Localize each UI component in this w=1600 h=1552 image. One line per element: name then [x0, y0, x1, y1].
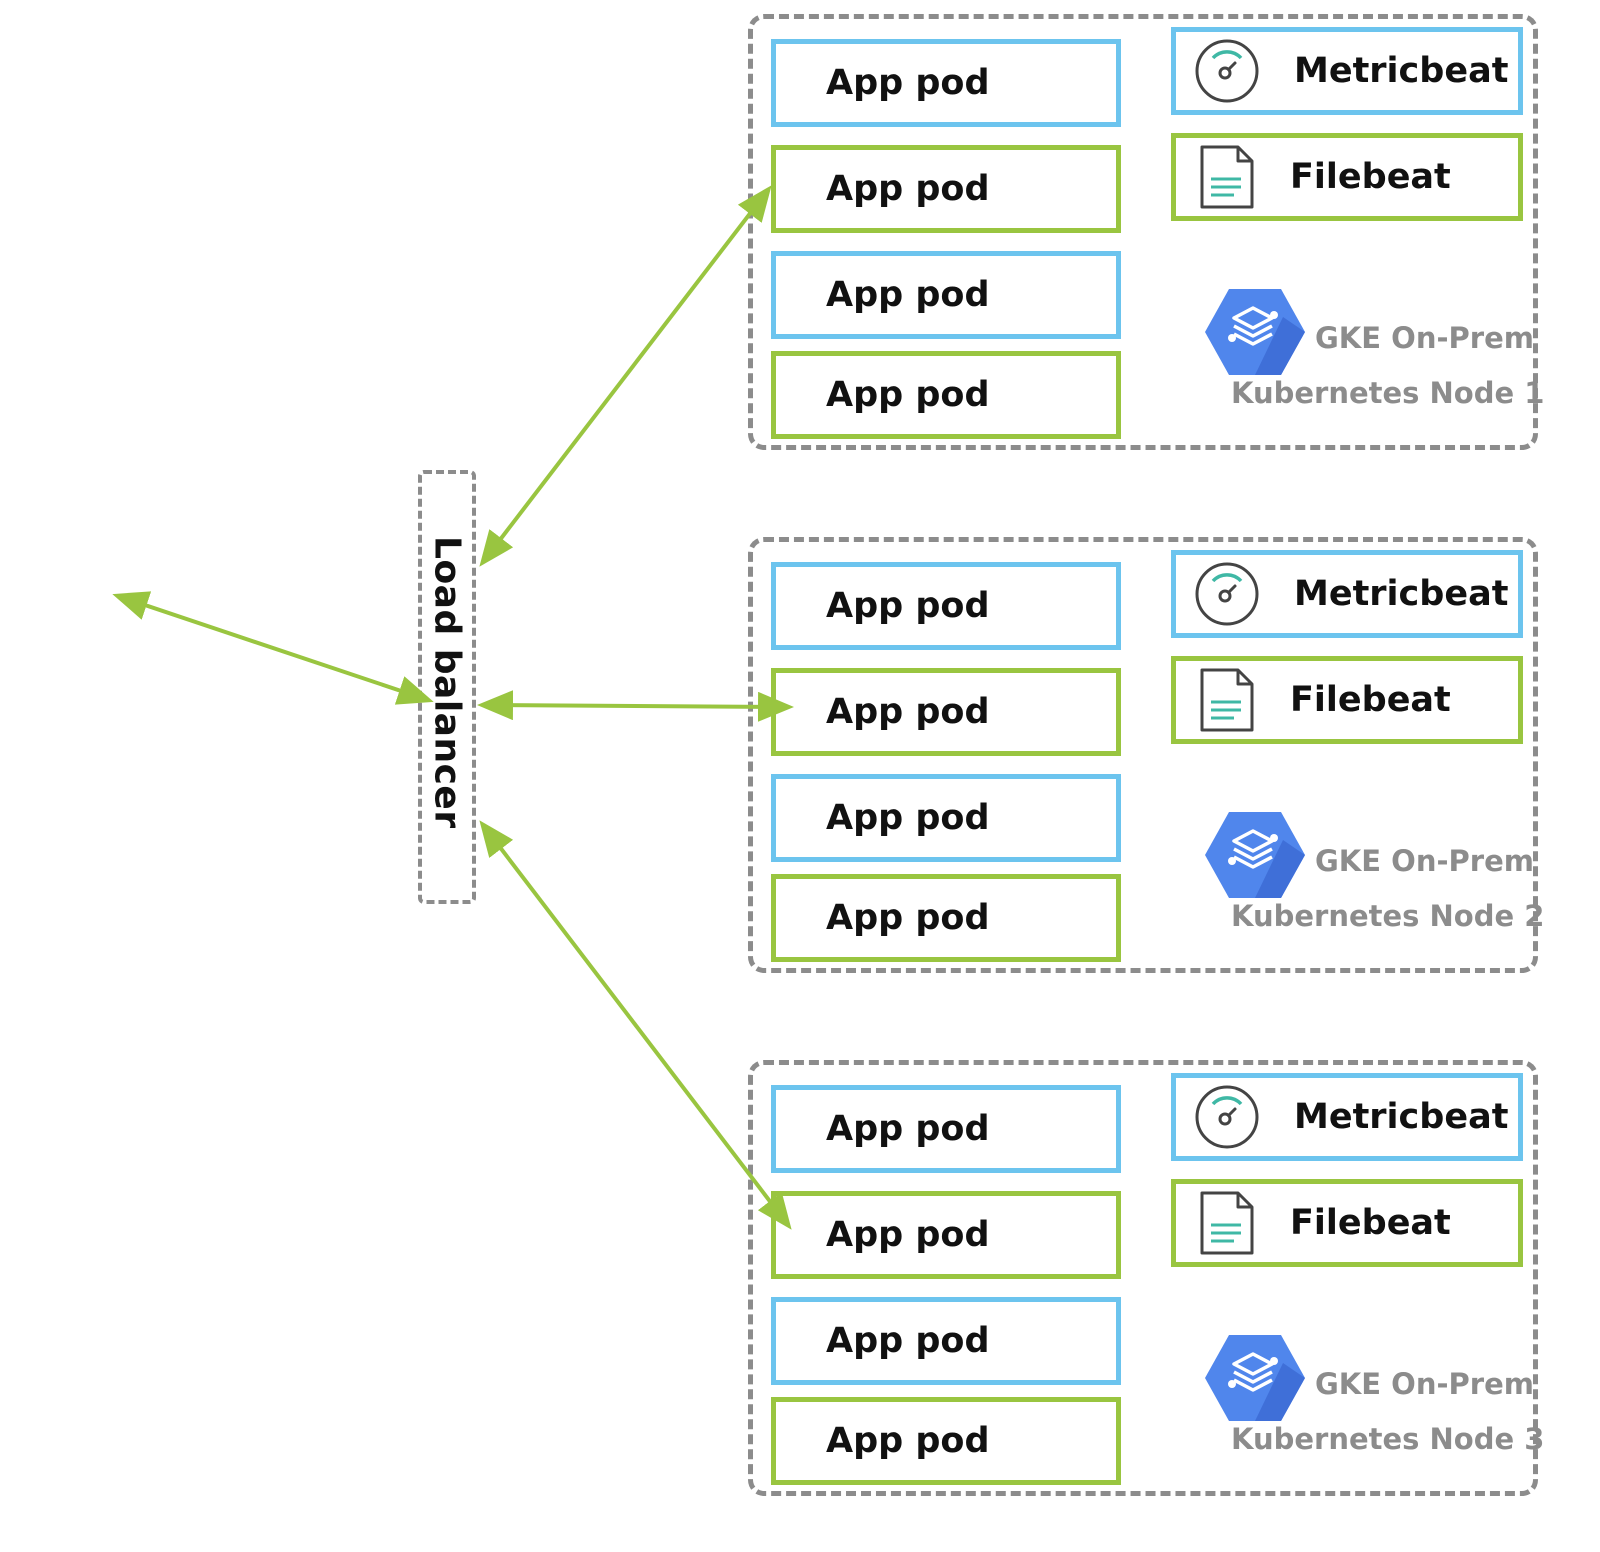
- arrow-load-balancer-to-node-3: [479, 820, 792, 1230]
- app-pod: App pod: [771, 39, 1121, 127]
- gke-hexagon-icon: [1205, 812, 1305, 898]
- app-pod-label: App pod: [826, 1109, 990, 1149]
- app-pod: App pod: [771, 145, 1121, 233]
- platform-label: GKE On-Prem: [1315, 844, 1534, 878]
- kubernetes-node-2: App pod App pod App pod App pod Metricbe…: [748, 537, 1544, 973]
- app-pod-label: App pod: [826, 375, 990, 415]
- node-name-label: Kubernetes Node 3: [1231, 1422, 1545, 1456]
- kubernetes-node-3: App pod App pod App pod App pod Metricbe…: [748, 1060, 1544, 1496]
- load-balancer: Load balancer: [418, 470, 476, 904]
- filebeat-box: Filebeat: [1171, 656, 1523, 744]
- app-pod-label: App pod: [826, 1215, 990, 1255]
- filebeat-label: Filebeat: [1290, 157, 1451, 197]
- app-pod: App pod: [771, 1085, 1121, 1173]
- gauge-icon: [1195, 1085, 1259, 1149]
- node-name-label: Kubernetes Node 1: [1231, 376, 1545, 410]
- app-pod-label: App pod: [826, 692, 990, 732]
- app-pod: App pod: [771, 668, 1121, 756]
- document-icon: [1200, 668, 1254, 732]
- app-pod-label: App pod: [826, 1321, 990, 1361]
- app-pod: App pod: [771, 1297, 1121, 1385]
- app-pod-label: App pod: [826, 169, 990, 209]
- node-name-label: Kubernetes Node 2: [1231, 899, 1545, 933]
- app-pod: App pod: [771, 351, 1121, 439]
- app-pod-label: App pod: [826, 798, 990, 838]
- app-pod: App pod: [771, 1397, 1121, 1485]
- app-pod-label: App pod: [826, 898, 990, 938]
- app-pod-label: App pod: [826, 1421, 990, 1461]
- gke-hexagon-icon: [1205, 289, 1305, 375]
- kubernetes-node-1: App pod App pod App pod App pod Metricbe…: [748, 14, 1544, 450]
- metricbeat-label: Metricbeat: [1294, 574, 1509, 614]
- metricbeat-label: Metricbeat: [1294, 51, 1509, 91]
- app-pod: App pod: [771, 1191, 1121, 1279]
- platform-label: GKE On-Prem: [1315, 1367, 1534, 1401]
- app-pod: App pod: [771, 874, 1121, 962]
- metricbeat-box: Metricbeat: [1171, 1073, 1523, 1161]
- load-balancer-label: Load balancer: [426, 536, 468, 829]
- gauge-icon: [1195, 39, 1259, 103]
- document-icon: [1200, 1191, 1254, 1255]
- arrow-client-to-load-balancer: [112, 591, 434, 705]
- arrow-load-balancer-to-node-1: [479, 185, 772, 567]
- gauge-icon: [1195, 562, 1259, 626]
- document-icon: [1200, 145, 1254, 209]
- filebeat-label: Filebeat: [1290, 680, 1451, 720]
- filebeat-box: Filebeat: [1171, 133, 1523, 221]
- app-pod-label: App pod: [826, 586, 990, 626]
- metricbeat-label: Metricbeat: [1294, 1097, 1509, 1137]
- app-pod: App pod: [771, 774, 1121, 862]
- metricbeat-box: Metricbeat: [1171, 550, 1523, 638]
- platform-label: GKE On-Prem: [1315, 321, 1534, 355]
- app-pod: App pod: [771, 251, 1121, 339]
- app-pod: App pod: [771, 562, 1121, 650]
- arrow-load-balancer-to-node-2: [477, 690, 794, 722]
- gke-hexagon-icon: [1205, 1335, 1305, 1421]
- filebeat-label: Filebeat: [1290, 1203, 1451, 1243]
- app-pod-label: App pod: [826, 63, 990, 103]
- filebeat-box: Filebeat: [1171, 1179, 1523, 1267]
- metricbeat-box: Metricbeat: [1171, 27, 1523, 115]
- app-pod-label: App pod: [826, 275, 990, 315]
